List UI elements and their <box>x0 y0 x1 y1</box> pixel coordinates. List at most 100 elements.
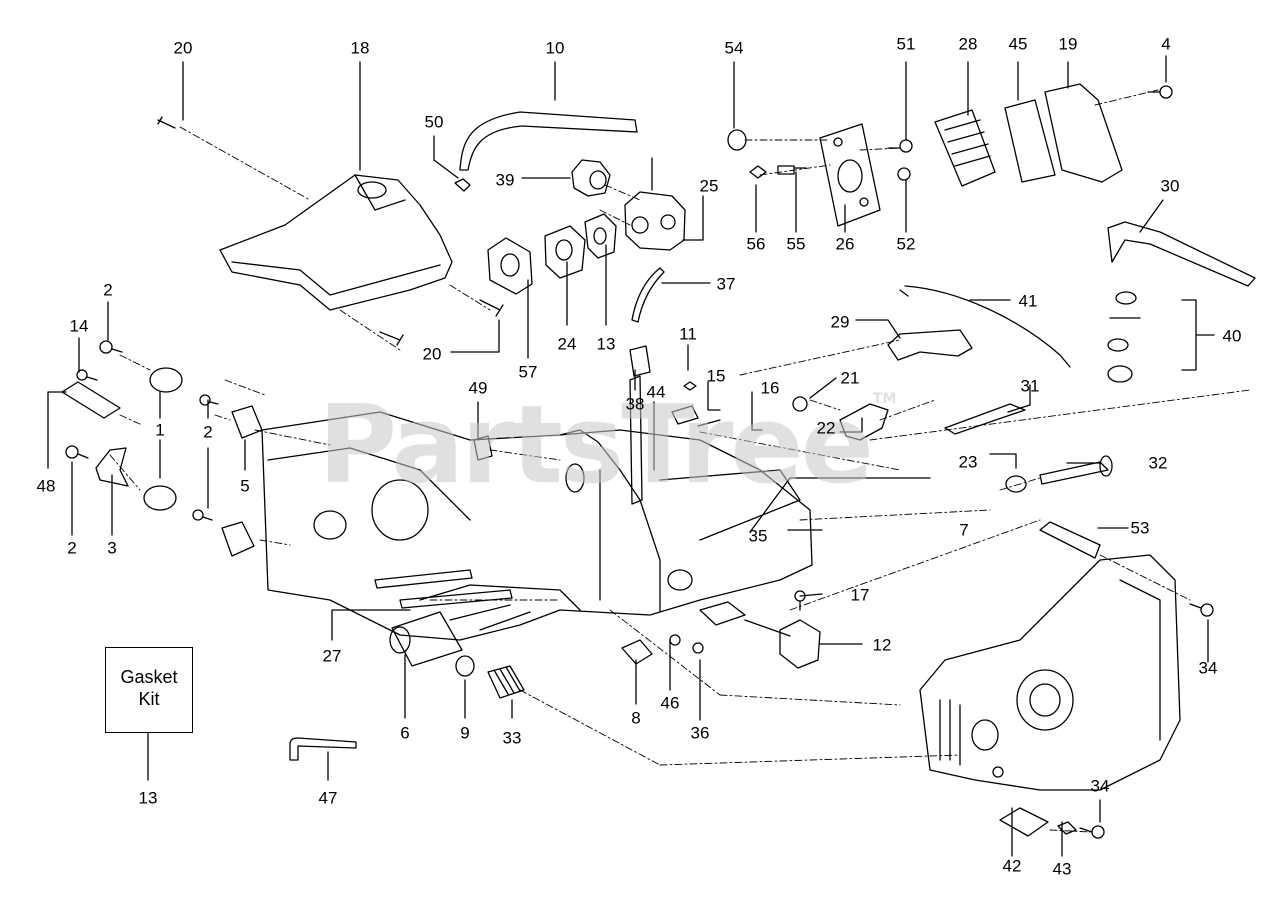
callout-label: 31 <box>1020 376 1040 396</box>
part-50-clip <box>455 179 470 191</box>
callout-label: 23 <box>958 452 978 472</box>
callout-label: 14 <box>69 316 89 336</box>
callout-label: 46 <box>660 693 680 713</box>
part-1-mounts <box>144 368 182 510</box>
part-46-ball <box>670 635 680 645</box>
callout-label: 20 <box>173 38 193 58</box>
part-21-part <box>793 397 807 411</box>
callout-label: 17 <box>850 585 870 605</box>
part-19-filter-cover <box>1045 84 1122 182</box>
callout-label: 33 <box>502 728 522 748</box>
part-49-grommet <box>474 436 492 460</box>
callout-label: 30 <box>1160 176 1180 196</box>
callout-label: 12 <box>872 635 892 655</box>
callout-label: 2 <box>67 538 77 558</box>
callout-label: 42 <box>1002 856 1022 876</box>
part-26-plate <box>820 124 880 226</box>
callout-label: 13 <box>596 334 616 354</box>
callout-label: 18 <box>350 38 370 58</box>
part-13-gasket <box>585 214 616 258</box>
part-22-lever <box>840 404 888 440</box>
callout-label: 40 <box>1222 326 1242 346</box>
part-37-hose <box>632 268 664 322</box>
callout-label: 29 <box>830 312 850 332</box>
callout-label: 25 <box>699 176 719 196</box>
callout-label: 45 <box>1008 34 1028 54</box>
callout-label: 32 <box>1148 453 1168 473</box>
part-8-plug <box>622 640 652 664</box>
callout-label: 51 <box>896 34 916 54</box>
part-32-part <box>1040 456 1112 484</box>
part-53-cylinder <box>1040 522 1100 558</box>
callout-label: 37 <box>716 274 736 294</box>
callout-label: 52 <box>896 234 916 254</box>
callout-label: 3 <box>107 538 117 558</box>
part-39-intake <box>572 160 610 196</box>
callout-label: 54 <box>724 38 744 58</box>
part-40-nuts <box>1108 292 1140 382</box>
callout-label: 28 <box>958 34 978 54</box>
part-31-rod <box>945 404 1025 434</box>
part-36-ball <box>693 643 703 653</box>
callout-label: 26 <box>835 234 855 254</box>
part-57-gasket <box>488 238 532 294</box>
part-23-grommet <box>1006 476 1026 492</box>
part-3-catcher <box>96 448 128 486</box>
callout-label: 22 <box>816 418 836 438</box>
screw-parts <box>66 86 1213 838</box>
callout-label: 43 <box>1052 859 1072 879</box>
part-12-cap <box>700 602 820 668</box>
callout-label: 53 <box>1130 518 1150 538</box>
part-10-hose <box>460 112 637 170</box>
part-56-part <box>750 166 766 178</box>
callout-label: 56 <box>746 234 766 254</box>
part-25-carburetor <box>625 158 685 250</box>
callout-label: 47 <box>318 788 338 808</box>
callout-label: 21 <box>840 368 860 388</box>
callout-label: 5 <box>240 476 250 496</box>
part-18-top-cover <box>220 175 452 310</box>
right-crankcase <box>920 555 1180 836</box>
callout-label: 24 <box>557 334 577 354</box>
callout-label: 34 <box>1198 658 1218 678</box>
callout-label: 16 <box>760 378 780 398</box>
callout-label: 41 <box>1018 291 1038 311</box>
part-47-hex-key <box>290 738 356 760</box>
callout-label: 10 <box>545 38 565 58</box>
callout-label: 50 <box>424 112 444 132</box>
callout-label: 44 <box>646 382 666 402</box>
callout-label: 8 <box>631 708 641 728</box>
callout-label: 1 <box>155 420 165 440</box>
part-27-bar <box>375 570 512 608</box>
callout-label: 34 <box>1090 776 1110 796</box>
part-30-guide-strip <box>1108 222 1255 286</box>
part-44-15-16-parts <box>630 376 720 504</box>
callout-label: 2 <box>203 422 213 442</box>
callout-label: 4 <box>1161 34 1171 54</box>
callout-label: 6 <box>400 723 410 743</box>
callout-label: 38 <box>625 394 645 414</box>
part-52-nut <box>898 168 910 180</box>
part-48-bracket <box>62 382 120 418</box>
callout-label: 13 <box>138 788 158 808</box>
leader-lines <box>48 56 1214 856</box>
callout-label: 19 <box>1058 34 1078 54</box>
part-24-gasket <box>545 226 585 278</box>
part-9-washer <box>456 656 474 676</box>
part-33-spring <box>488 666 524 698</box>
callout-label: 11 <box>679 324 697 344</box>
callout-label: 27 <box>322 646 342 666</box>
part-29-bracket <box>888 330 972 360</box>
assembly-axes <box>110 90 1250 832</box>
part-28-filter <box>935 110 995 186</box>
part-38-filter <box>630 346 650 376</box>
callout-label: 57 <box>518 362 538 382</box>
callout-label: 39 <box>495 170 515 190</box>
part-6-sleeve <box>390 612 462 666</box>
callout-label: 15 <box>706 366 726 386</box>
main-crankcase <box>262 412 812 640</box>
callout-label: 36 <box>690 723 710 743</box>
